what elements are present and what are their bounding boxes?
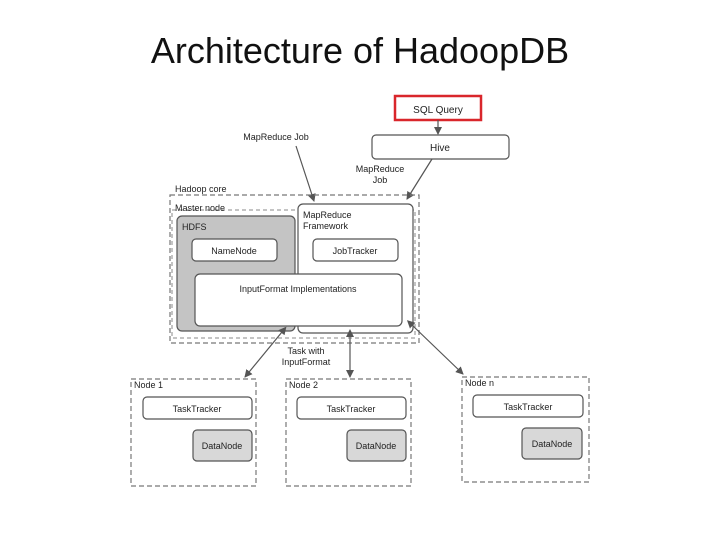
- node-n-tasktracker-label: TaskTracker: [504, 402, 553, 412]
- master-node-box: [171, 209, 416, 339]
- node-2-box: [285, 378, 412, 487]
- mapreduce-job-left-label: MapReduce Job: [243, 132, 309, 142]
- node-1-label: Node 1: [134, 380, 163, 390]
- node-1-datanode-box: [192, 429, 253, 462]
- task-with-inputformat-label-1: Task with: [287, 346, 324, 356]
- sql-query-box: [393, 94, 483, 122]
- mapreduce-job-right-label-1: MapReduce: [356, 164, 405, 174]
- slide-title: Architecture of HadoopDB: [150, 30, 570, 71]
- node-1-tasktracker-box: [142, 396, 253, 420]
- namenode-label: NameNode: [211, 246, 257, 256]
- mapreduce-framework-label-2: Framework: [303, 221, 349, 231]
- hdfs-label: HDFS: [182, 222, 207, 232]
- node-2-label: Node 2: [289, 380, 318, 390]
- node-1-box: [130, 378, 257, 487]
- mapreduce-job-right-label-2: Job: [373, 175, 388, 185]
- sql-query-label: SQL Query: [413, 105, 463, 116]
- inputformat-label: InputFormat Implementations: [239, 284, 357, 294]
- jobtracker-label: JobTracker: [333, 246, 378, 256]
- node-n-label: Node n: [465, 378, 494, 388]
- inputformat-box: [194, 273, 403, 327]
- jobtracker-box: [312, 238, 399, 262]
- mapreduce-job-left-arrow: [295, 145, 316, 202]
- namenode-box: [191, 238, 278, 262]
- node-n-box: [461, 376, 590, 483]
- hive-box: [371, 134, 510, 160]
- node-2-tasktracker-label: TaskTracker: [327, 404, 376, 414]
- node-n-datanode-box: [521, 427, 583, 460]
- node-2-tasktracker-box: [296, 396, 407, 420]
- node-1-datanode-label: DataNode: [202, 441, 243, 451]
- task-with-inputformat-label-2: InputFormat: [282, 357, 331, 367]
- node-n-datanode-label: DataNode: [532, 439, 573, 449]
- core-node1-arrow: [244, 326, 287, 378]
- master-node-label: Master node: [175, 203, 225, 213]
- node-n-tasktracker-box: [472, 394, 584, 418]
- hadoop-core-label: Hadoop core: [175, 184, 227, 194]
- mapreduce-framework-label-1: MapReduce: [303, 210, 352, 220]
- node-2-datanode-box: [346, 429, 407, 462]
- node-1-tasktracker-label: TaskTracker: [173, 404, 222, 414]
- core-noden-arrow: [406, 320, 464, 375]
- hive-to-framework-arrow: [406, 158, 433, 200]
- hadoop-core-box: [169, 194, 420, 344]
- node-2-datanode-label: DataNode: [356, 441, 397, 451]
- hive-label: Hive: [430, 143, 450, 154]
